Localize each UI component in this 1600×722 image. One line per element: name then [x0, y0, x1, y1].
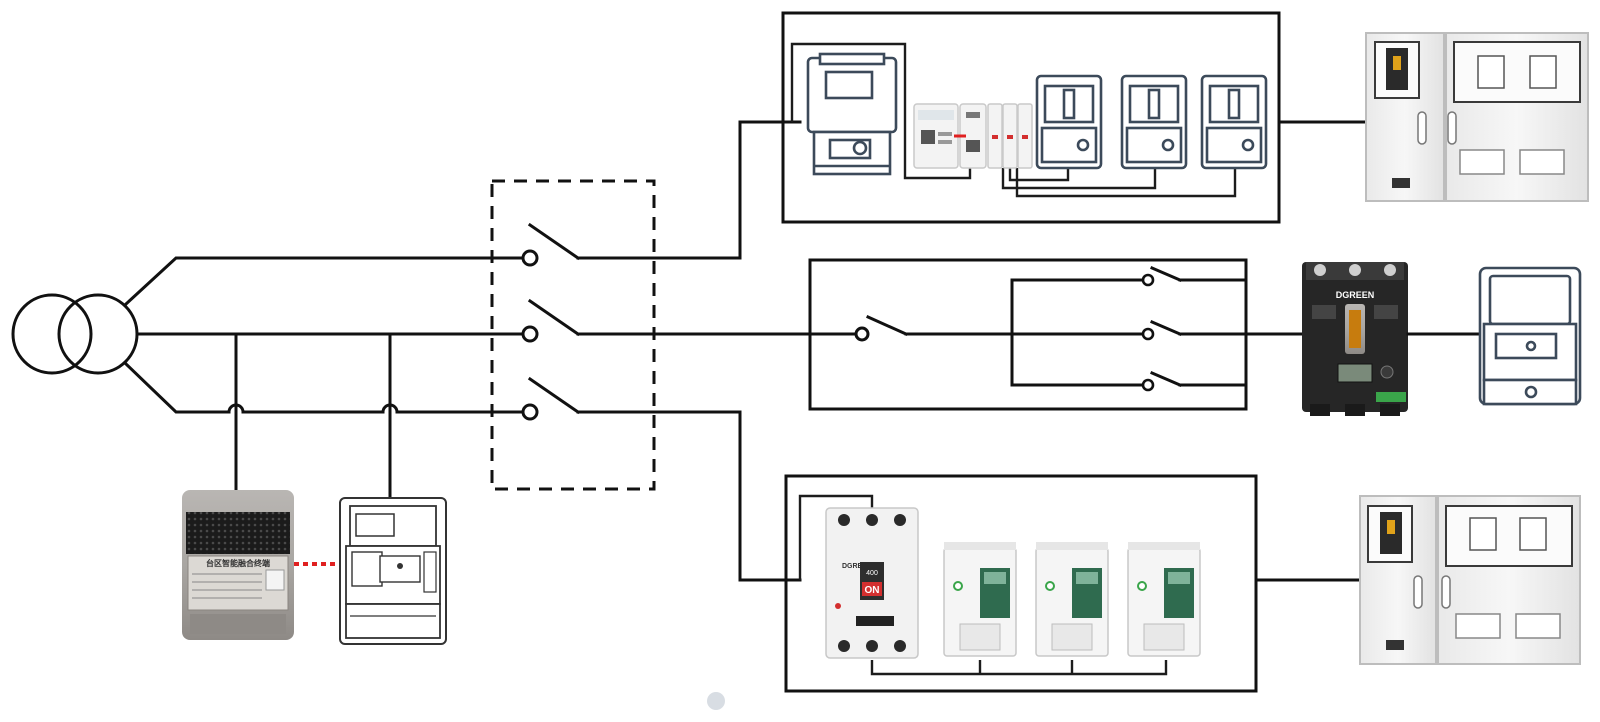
circuit-breaker-device: DGREEN — [1302, 262, 1408, 416]
smart-meter-device — [339, 497, 447, 645]
switch-contact-symbol — [521, 298, 864, 343]
comm-module — [954, 103, 987, 169]
smart-breaker-device — [1035, 542, 1109, 657]
terminal-title: 台区智能融合终端 — [206, 558, 270, 568]
lower-branch-box: DGREEN 400 ON — [784, 474, 1258, 693]
switch-contact-symbol — [1141, 320, 1304, 341]
feeder-lines — [123, 256, 525, 498]
main-breaker-device: DGREEN 400 ON — [825, 507, 919, 659]
meter-cabinet-device — [1359, 495, 1581, 665]
smart-breaker-device — [1127, 542, 1201, 657]
sensor-module — [987, 103, 1033, 169]
switch-contact-symbol — [521, 376, 742, 421]
switch-group — [490, 179, 864, 491]
breaker-outline — [1200, 74, 1268, 170]
switch-contact-symbol — [521, 222, 742, 267]
fusion-terminal-device: 台区智能融合终端 — [182, 490, 294, 640]
breaker-outline — [1120, 74, 1188, 170]
transformer-symbol — [11, 293, 139, 375]
stray-dot — [707, 692, 725, 710]
switch-contact-symbol — [1141, 371, 1248, 392]
middle-branch-box — [808, 258, 1304, 411]
main-breaker-rating: 400 — [866, 570, 878, 577]
breaker-brand-label: DGREEN — [1336, 290, 1375, 300]
meter-device-outline — [806, 52, 898, 176]
switch-contact-symbol — [854, 315, 908, 342]
switch-contact-symbol — [1141, 266, 1248, 287]
smart-breaker-device — [943, 542, 1017, 657]
main-breaker-brand: DGREEN — [842, 563, 872, 570]
meter-cabinet-device — [1365, 32, 1589, 202]
upper-branch-box — [781, 11, 1281, 224]
breaker-outline — [1035, 74, 1103, 170]
main-breaker-on-button: ON — [865, 585, 880, 596]
comm-module — [913, 103, 959, 169]
smart-meter-outline — [1478, 266, 1582, 406]
